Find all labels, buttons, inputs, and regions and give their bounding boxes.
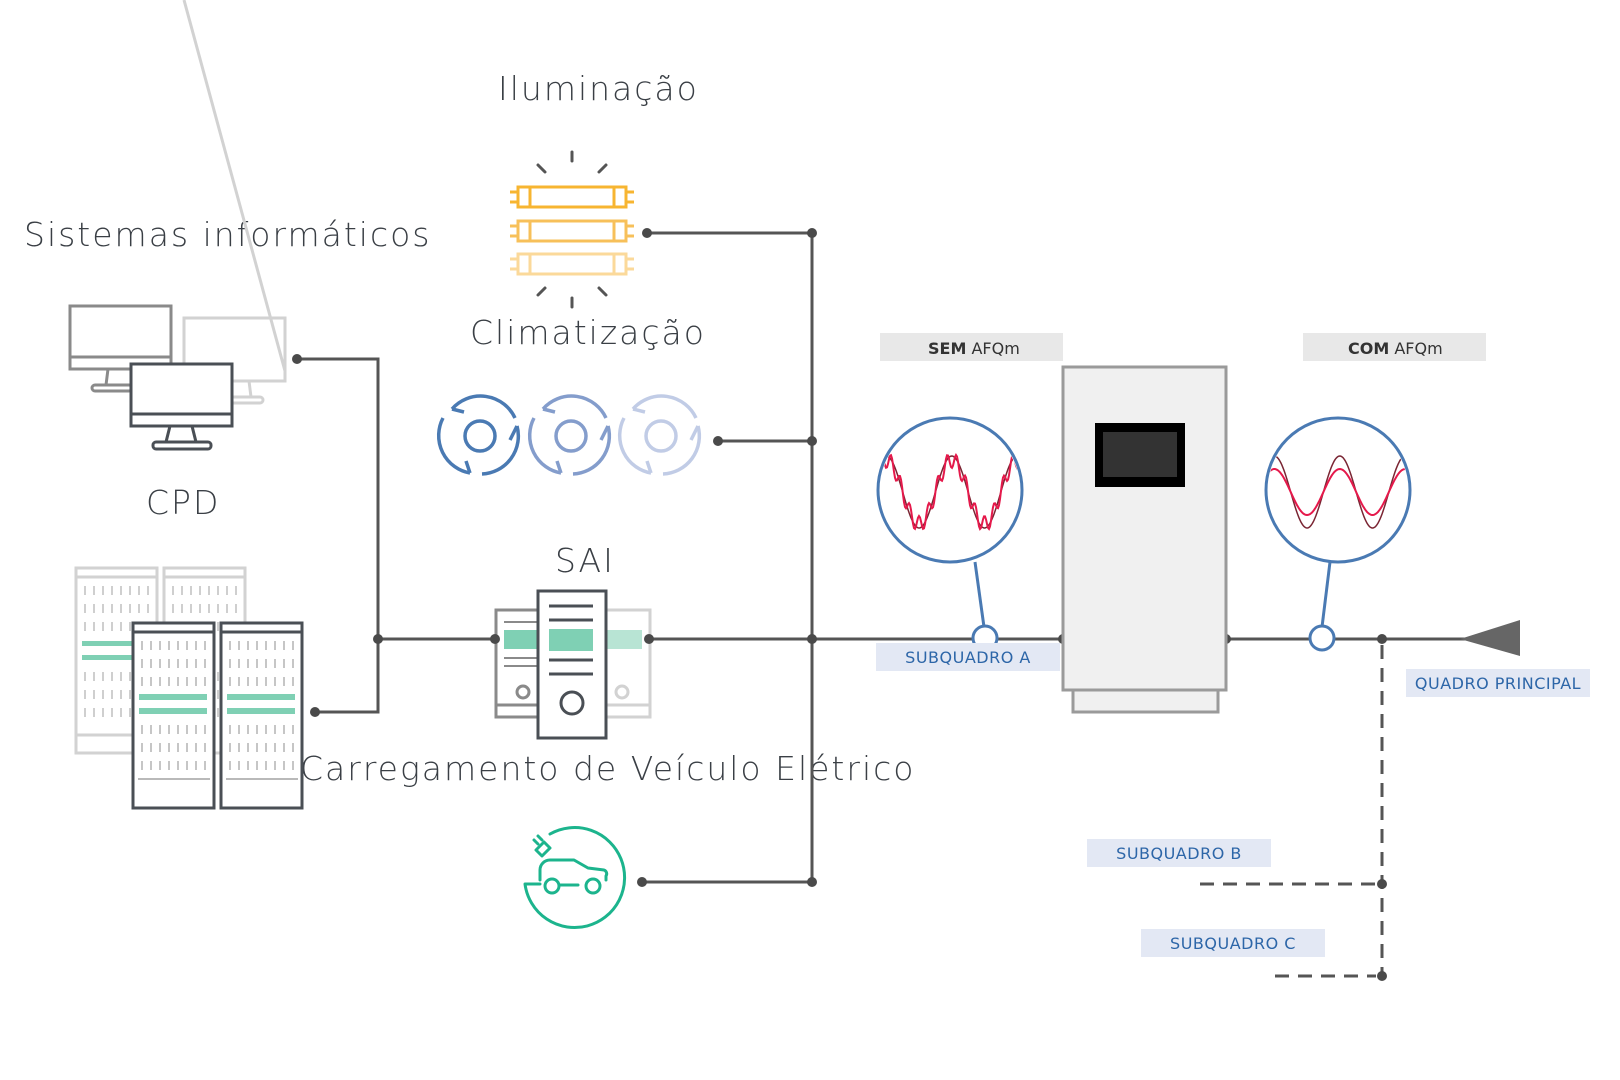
label-sai: SAI bbox=[555, 541, 615, 580]
sem-afqm-badge: SEM AFQm bbox=[880, 333, 1063, 361]
waveform-probe-with-filter bbox=[1264, 416, 1412, 652]
ev-charging-icon bbox=[523, 826, 627, 929]
com-afqm-badge: COM AFQm bbox=[1303, 333, 1486, 361]
fan-icon-group bbox=[436, 394, 702, 476]
grid-source-triangle-icon bbox=[1460, 620, 1520, 656]
label-iluminacao: Iluminação bbox=[498, 69, 699, 108]
svg-text:COM AFQm: COM AFQm bbox=[1348, 339, 1443, 358]
active-harmonic-filter-cabinet[interactable] bbox=[1061, 365, 1228, 714]
svg-text:QUADRO PRINCIPAL: QUADRO PRINCIPAL bbox=[1415, 674, 1581, 693]
svg-text:SEM AFQm: SEM AFQm bbox=[928, 339, 1020, 358]
fluorescent-tube-icon bbox=[510, 150, 634, 309]
tag-quadro-principal: QUADRO PRINCIPAL bbox=[1406, 669, 1590, 697]
filtered-wave bbox=[1268, 467, 1408, 517]
ups-tower-icon bbox=[494, 589, 652, 740]
fan-icon bbox=[436, 394, 521, 476]
tag-subquadro-b: SUBQUADRO B bbox=[1087, 839, 1271, 867]
label-carregamento: Carregamento de Veículo Elétrico bbox=[300, 749, 915, 788]
fan-icon bbox=[617, 394, 702, 476]
label-cpd: CPD bbox=[146, 483, 220, 522]
distorted-wave bbox=[880, 452, 1020, 531]
tag-subquadro-c: SUBQUADRO C bbox=[1141, 929, 1325, 957]
desktop-monitor-icon bbox=[68, 0, 287, 451]
server-rack-icon bbox=[74, 566, 304, 810]
label-sistemas-informaticos: Sistemas informáticos bbox=[24, 215, 431, 254]
svg-text:SUBQUADRO C: SUBQUADRO C bbox=[1170, 934, 1296, 953]
waveform-probe-without-filter bbox=[876, 416, 1024, 652]
svg-text:SUBQUADRO B: SUBQUADRO B bbox=[1116, 844, 1242, 863]
fan-icon bbox=[527, 394, 612, 476]
svg-text:SUBQUADRO A: SUBQUADRO A bbox=[905, 648, 1031, 667]
label-climatizacao: Climatização bbox=[470, 313, 706, 352]
tag-subquadro-a: SUBQUADRO A bbox=[876, 643, 1060, 671]
